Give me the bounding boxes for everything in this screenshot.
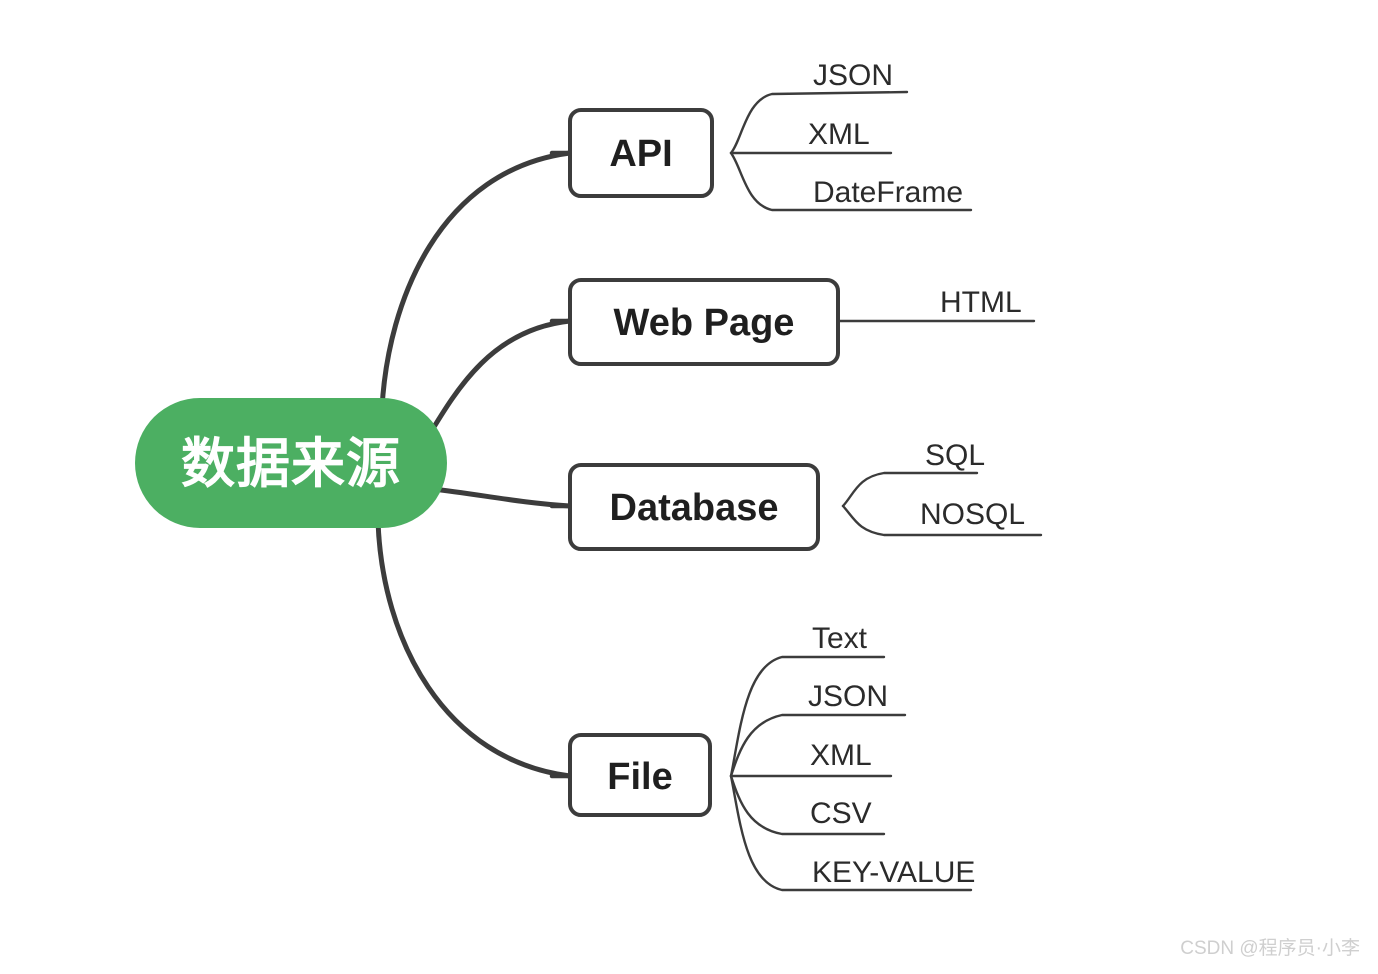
- leaf-labels-file: Text JSON XML CSV KEY-VALUE: [808, 622, 975, 889]
- leaf-label-api-json[interactable]: JSON: [813, 59, 893, 92]
- root-node-label: 数据来源: [181, 434, 401, 494]
- topic-box-database[interactable]: [568, 463, 820, 551]
- leaf-labels-webpage: HTML: [940, 286, 1022, 319]
- leaf-connector-file-text: [729, 655, 886, 778]
- topic-label-webpage: Web Page: [614, 302, 795, 344]
- leaf-connector-db-nosql: [841, 504, 1043, 537]
- leaf-label-db-nosql[interactable]: NOSQL: [920, 498, 1025, 531]
- leaf-label-file-xml[interactable]: XML: [810, 739, 872, 772]
- root-node[interactable]: 数据来源: [135, 398, 447, 528]
- topic-node-api[interactable]: API: [568, 108, 714, 198]
- branch-curve-api: [379, 150, 573, 411]
- box-stubs: [549, 150, 575, 779]
- leaf-label-api-dateframe[interactable]: DateFrame: [813, 176, 963, 209]
- leaf-label-file-csv[interactable]: CSV: [810, 797, 872, 830]
- leaf-connector-file-json: [729, 713, 907, 778]
- branch-curve-file: [375, 518, 573, 779]
- leaf-label-webpage-html[interactable]: HTML: [940, 286, 1022, 319]
- topic-label-database: Database: [610, 487, 779, 529]
- leaf-connectors: [729, 90, 1043, 892]
- leaf-connector-file-csv: [729, 774, 886, 836]
- leaf-labels-database: SQL NOSQL: [920, 439, 1025, 531]
- topic-node-file[interactable]: File: [568, 733, 712, 817]
- leaf-label-file-json[interactable]: JSON: [808, 680, 888, 713]
- topic-box-api[interactable]: [568, 108, 714, 198]
- leaf-label-file-text[interactable]: Text: [812, 622, 868, 655]
- leaf-label-api-xml[interactable]: XML: [808, 118, 870, 151]
- leaf-label-db-sql[interactable]: SQL: [925, 439, 985, 472]
- topic-node-database[interactable]: Database: [568, 463, 820, 551]
- topic-box-webpage[interactable]: [568, 278, 840, 366]
- topic-box-file[interactable]: [568, 733, 712, 817]
- topic-label-file: File: [607, 756, 672, 798]
- leaf-connector-api-dateframe: [729, 151, 973, 212]
- root-node-shape[interactable]: [135, 398, 447, 528]
- leaf-connector-db-sql: [841, 471, 979, 508]
- leaf-labels-api: JSON XML DateFrame: [808, 59, 963, 209]
- topic-node-webpage[interactable]: Web Page: [568, 278, 840, 366]
- leaf-connector-file-keyvalue: [729, 774, 973, 892]
- csdn-watermark: CSDN @程序员·小李: [1180, 938, 1360, 959]
- leaf-label-file-keyvalue[interactable]: KEY-VALUE: [812, 856, 975, 889]
- branch-curve-database: [429, 486, 573, 509]
- branch-curve-webpage: [417, 318, 573, 453]
- leaf-connector-api-json: [729, 90, 909, 155]
- topic-label-api: API: [609, 133, 672, 175]
